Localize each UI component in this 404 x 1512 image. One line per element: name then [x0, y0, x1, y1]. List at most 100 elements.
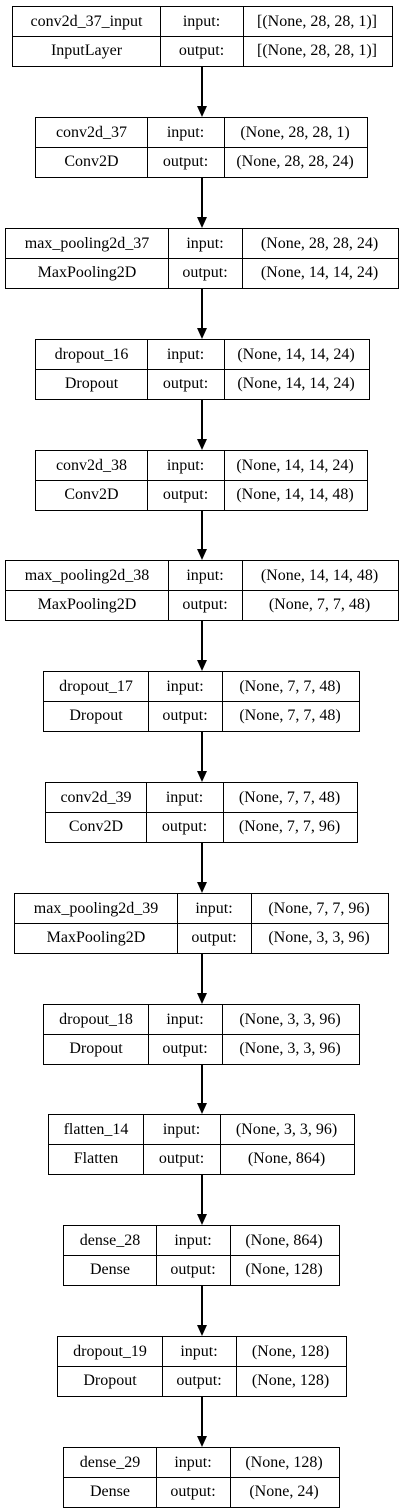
output-label: output: — [191, 928, 237, 946]
input-shape: (None, 28, 28, 24) — [260, 234, 379, 252]
row-divider — [49, 1144, 354, 1145]
layer-name: dropout_19 — [73, 1342, 147, 1360]
input-label: input: — [174, 1453, 212, 1471]
layer-name: conv2d_37 — [55, 123, 128, 141]
edge-line — [201, 732, 203, 771]
input-shape: (None, 3, 3, 96) — [235, 1120, 338, 1138]
input-shape: (None, 14, 14, 24) — [236, 456, 354, 474]
layer-type: Conv2D — [68, 817, 124, 835]
output-label: output: — [170, 1482, 216, 1500]
output-label: output: — [182, 595, 228, 613]
row-divider — [36, 480, 367, 481]
layer-type: MaxPooling2D — [37, 263, 137, 281]
arrow-head-icon — [197, 993, 207, 1004]
layer-type: MaxPooling2D — [46, 928, 146, 946]
arrow-head-icon — [197, 771, 207, 782]
output-label: output: — [161, 817, 208, 835]
row-divider — [58, 1366, 346, 1367]
edge-line — [201, 1397, 203, 1436]
output-shape: (None, 7, 7, 48) — [239, 706, 341, 724]
layer-type: Dense — [90, 1482, 130, 1500]
layer-name: conv2d_37_input — [30, 12, 143, 30]
input-label: input: — [162, 1120, 201, 1138]
arrow-head-icon — [197, 217, 207, 228]
row-divider — [46, 812, 357, 813]
output-label: output: — [162, 485, 209, 503]
input-label: input: — [186, 566, 224, 584]
layer-type: MaxPooling2D — [37, 595, 137, 613]
input-shape: (None, 7, 7, 96) — [268, 899, 370, 917]
input-shape: (None, 864) — [245, 1231, 323, 1249]
edge-line — [201, 178, 203, 217]
arrow-head-icon — [197, 882, 207, 893]
input-shape: (None, 28, 28, 1) — [240, 123, 350, 141]
output-shape: (None, 7, 7, 96) — [238, 817, 341, 835]
output-label: output: — [182, 263, 228, 281]
input-label: input: — [166, 123, 205, 141]
arrow-head-icon — [197, 439, 207, 450]
input-shape: (None, 128) — [245, 1453, 323, 1471]
input-shape: (None, 3, 3, 96) — [239, 1010, 341, 1028]
layer-name: dense_29 — [79, 1453, 141, 1471]
arrow-head-icon — [197, 106, 207, 117]
output-label: output: — [158, 1149, 205, 1167]
row-divider — [36, 147, 367, 148]
output-shape: (None, 128) — [251, 1371, 330, 1389]
output-label: output: — [162, 706, 208, 724]
edge-line — [201, 67, 203, 106]
output-shape: (None, 864) — [247, 1149, 326, 1167]
edge-line — [201, 843, 203, 882]
layer-type: Conv2D — [64, 152, 119, 170]
arrow-head-icon — [197, 1436, 207, 1447]
row-divider — [64, 1477, 339, 1478]
row-divider — [15, 923, 388, 924]
input-label: input: — [174, 1231, 212, 1249]
output-shape: (None, 14, 14, 48) — [236, 485, 354, 503]
output-shape: [(None, 28, 28, 1)] — [257, 41, 377, 59]
row-divider — [64, 1255, 339, 1256]
layer-type: Conv2D — [64, 485, 119, 503]
output-label: output: — [162, 374, 209, 392]
layer-type: Dense — [90, 1260, 130, 1278]
edge-line — [201, 511, 203, 549]
output-shape: (None, 28, 28, 24) — [236, 152, 354, 170]
layer-type: Dropout — [69, 1039, 123, 1057]
arrow-head-icon — [197, 1103, 207, 1114]
output-shape: (None, 14, 14, 24) — [237, 374, 355, 392]
arrow-head-icon — [197, 660, 207, 671]
input-shape: (None, 7, 7, 48) — [238, 788, 341, 806]
input-label: input: — [195, 899, 233, 917]
layer-type: Dropout — [83, 1371, 137, 1389]
edge-line — [201, 289, 203, 328]
output-shape: (None, 7, 7, 48) — [268, 595, 371, 613]
input-label: input: — [186, 234, 224, 252]
layer-name: dropout_17 — [59, 677, 133, 695]
input-shape: [(None, 28, 28, 1)] — [257, 12, 377, 30]
layer-name: max_pooling2d_37 — [24, 234, 150, 252]
layer-name: conv2d_39 — [60, 788, 132, 806]
output-label: output: — [178, 41, 225, 59]
output-label: output: — [162, 1039, 208, 1057]
arrow-head-icon — [197, 328, 207, 339]
input-label: input: — [166, 677, 204, 695]
edge-line — [201, 621, 203, 660]
layer-type: Dropout — [64, 374, 119, 392]
input-label: input: — [182, 12, 221, 30]
input-shape: (None, 14, 14, 24) — [237, 345, 355, 363]
output-label: output: — [170, 1260, 216, 1278]
